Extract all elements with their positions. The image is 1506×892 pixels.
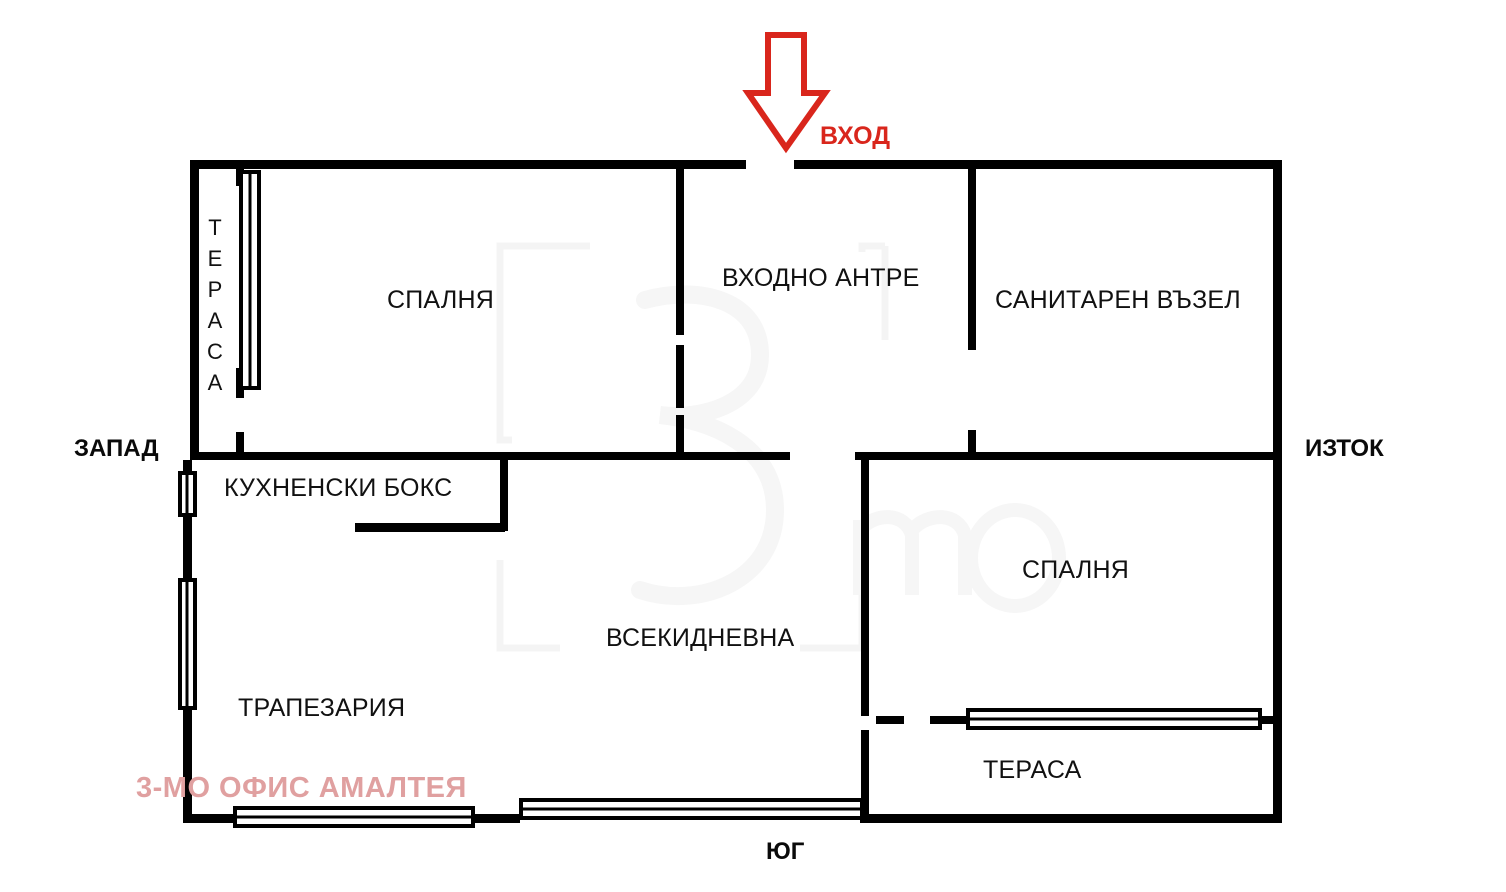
wall-bedroom-entryhall-lower [676,345,684,408]
terrace-west-letter-1: Т [208,215,222,240]
wall-south-seg-1 [183,814,237,823]
room-label-terrace-west: Т Е Р А С А [203,212,227,398]
wall-middle-left [190,452,790,460]
entrance-label: ВХОД [820,122,891,150]
wall-west-seg-3 [183,705,192,822]
room-label-bedroom-nw: СПАЛНЯ [387,286,494,314]
wall-south-seg-3 [860,814,1282,823]
wall-bedroom-entryhall-stub [676,415,684,460]
compass-label-south: ЮГ [766,838,805,865]
room-label-bathroom: САНИТАРЕН ВЪЗЕЛ [995,286,1241,314]
wall-living-bedroom-se-lower [861,730,869,818]
terrace-west-letter-3: Р [207,277,223,302]
wall-north-right [794,160,1282,169]
compass-label-west: ЗАПАД [74,435,159,462]
room-label-dining-room: ТРАПЕЗАРИЯ [238,694,406,722]
wall-middle-right [855,452,1282,460]
room-label-kitchen-box: КУХНЕНСКИ БОКС [224,474,453,502]
wall-west-upper [190,160,199,460]
terrace-west-letter-2: Е [207,246,223,271]
room-label-entry-hall: ВХОДНО АНТРЕ [722,264,920,292]
wall-south-seg-2 [470,814,520,823]
wall-bedroom-se-terrace-right [1258,716,1282,724]
terrace-west-letter-5: С [207,339,223,364]
room-label-living-room: ВСЕКИДНЕВНА [606,624,795,652]
wall-east [1273,160,1282,822]
room-label-bedroom-se: СПАЛНЯ [1022,556,1129,584]
room-label-terrace-south: ТЕРАСА [983,756,1082,784]
wall-entryhall-bathroom [968,160,976,350]
terrace-west-letter-6: А [207,370,223,395]
wall-living-bedroom-se-upper [861,456,869,716]
wall-kitchen-vertical [500,456,508,531]
wall-terrace-divider-stub [236,432,244,460]
wall-kitchen-horizontal [355,523,505,532]
wall-bedroom-se-terrace-left [930,716,972,724]
entrance-arrow-icon [742,32,831,154]
wall-entryhall-bathroom-stub [968,430,976,460]
terrace-west-letter-4: А [207,308,223,333]
wall-north-left [190,160,746,169]
wall-bedroom-entryhall-upper [676,160,684,335]
wall-bedroom-se-terrace-stub-left [876,716,904,724]
wall-west-seg-1 [183,460,192,475]
compass-label-east: ИЗТОК [1305,435,1384,462]
wall-west-seg-2 [183,512,192,582]
watermark-text: 3-МО ОФИС АМАЛТЕЯ [136,772,467,804]
